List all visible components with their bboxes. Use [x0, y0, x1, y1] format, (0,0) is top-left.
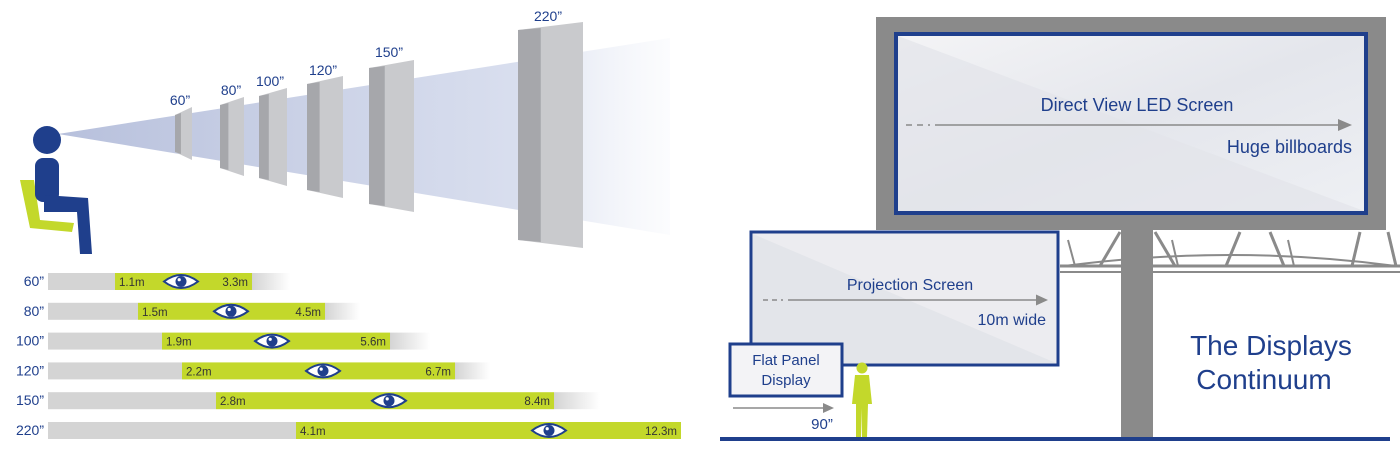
view-beam: [58, 38, 670, 235]
distance-row: 80” 1.5m 4.5m: [24, 302, 360, 320]
max-distance-label: 12.3m: [645, 426, 677, 438]
continuum-heading-line2: Continuum: [1196, 364, 1331, 395]
distance-row: 120” 2.2m 6.7m: [16, 362, 490, 380]
max-distance-label: 3.3m: [222, 277, 248, 289]
screen-size-label: 80”: [221, 82, 242, 98]
row-size-label: 60”: [24, 273, 45, 289]
seated-person-icon: [20, 126, 92, 254]
screen-panel-edge: [259, 94, 269, 180]
row-size-label: 120”: [16, 362, 44, 378]
led-screen-caption: Huge billboards: [1227, 137, 1352, 157]
max-distance-label: 5.6m: [360, 337, 386, 349]
screen-size-panels: [175, 22, 583, 248]
screen-panel-edge: [307, 82, 320, 192]
too-close-bar: [48, 332, 162, 350]
projection-screen-shade: [753, 234, 1056, 363]
screen-panel-edge: [369, 66, 385, 206]
distance-row: 150” 2.8m 8.4m: [16, 392, 600, 410]
billboard-structure: [1060, 225, 1400, 439]
flat-panel-label-line1: Flat Panel: [752, 352, 820, 369]
projection-screen-caption: 10m wide: [978, 312, 1047, 329]
max-distance-label: 6.7m: [425, 366, 451, 378]
screen-size-label: 150”: [375, 44, 403, 60]
row-size-label: 100”: [16, 333, 44, 349]
optimal-range-bar: [296, 422, 681, 439]
too-far-bar: [252, 273, 290, 290]
eye-icon: [212, 303, 250, 319]
eye-icon: [304, 363, 342, 379]
too-close-bar: [48, 302, 138, 320]
too-far-bar: [390, 332, 430, 350]
projection-arrow-head: [1036, 294, 1048, 306]
min-distance-label: 1.9m: [166, 337, 192, 349]
row-size-label: 220”: [16, 422, 44, 438]
flat-panel-label-line2: Display: [761, 372, 811, 389]
too-far-bar: [325, 302, 360, 320]
led-screen-shade: [898, 36, 1364, 211]
screen-panel-edge: [220, 103, 229, 170]
screen-size-label: 100”: [256, 73, 284, 89]
screen-panel-edge: [175, 113, 181, 154]
flat-panel-arrow-head: [823, 403, 834, 413]
screen-size-label: 120”: [309, 62, 337, 78]
eye-icon: [162, 274, 200, 289]
viewing-distance-chart: 60” 1.1m 3.3m 80” 1.5m 4.5m 100” 1.9m 5.6m 120” 2.…: [16, 273, 681, 439]
projection-screen-title: Projection Screen: [847, 277, 973, 294]
standing-person-icon: [852, 362, 872, 437]
too-far-bar: [455, 362, 490, 380]
displays-continuum-section: Direct View LED Screen Huge billboards P…: [720, 17, 1400, 441]
viewing-cone-section: 60” 80” 100” 120” 150” 220”: [20, 8, 670, 254]
eye-icon: [530, 423, 568, 438]
screen-size-label: 60”: [170, 92, 191, 108]
distance-row: 60” 1.1m 3.3m: [24, 273, 290, 290]
eye-icon: [253, 333, 291, 349]
min-distance-label: 4.1m: [300, 426, 326, 438]
led-arrow-head: [1338, 119, 1352, 131]
min-distance-label: 2.8m: [220, 396, 246, 408]
min-distance-label: 2.2m: [186, 366, 212, 378]
too-close-bar: [48, 392, 216, 410]
eye-icon: [370, 393, 408, 409]
too-close-bar: [48, 273, 115, 290]
continuum-heading-line1: The Displays: [1190, 330, 1352, 361]
max-distance-label: 8.4m: [524, 396, 550, 408]
led-screen-title: Direct View LED Screen: [1041, 95, 1234, 115]
min-distance-label: 1.1m: [119, 277, 145, 289]
too-far-bar: [554, 392, 600, 410]
flat-panel-display: [728, 342, 844, 398]
ground-line: [720, 437, 1390, 441]
flat-panel-caption: 90”: [811, 416, 833, 433]
min-distance-label: 1.5m: [142, 307, 168, 319]
row-size-label: 150”: [16, 392, 44, 408]
distance-row: 220” 4.1m 12.3m: [16, 422, 681, 439]
screen-size-label: 220”: [534, 8, 562, 24]
screen-size-labels: 60” 80” 100” 120” 150” 220”: [170, 8, 562, 108]
max-distance-label: 4.5m: [295, 307, 321, 319]
distance-row: 100” 1.9m 5.6m: [16, 332, 430, 350]
too-close-bar: [48, 422, 296, 439]
row-size-label: 80”: [24, 303, 45, 319]
too-close-bar: [48, 362, 182, 380]
screen-panel-edge: [518, 28, 541, 242]
